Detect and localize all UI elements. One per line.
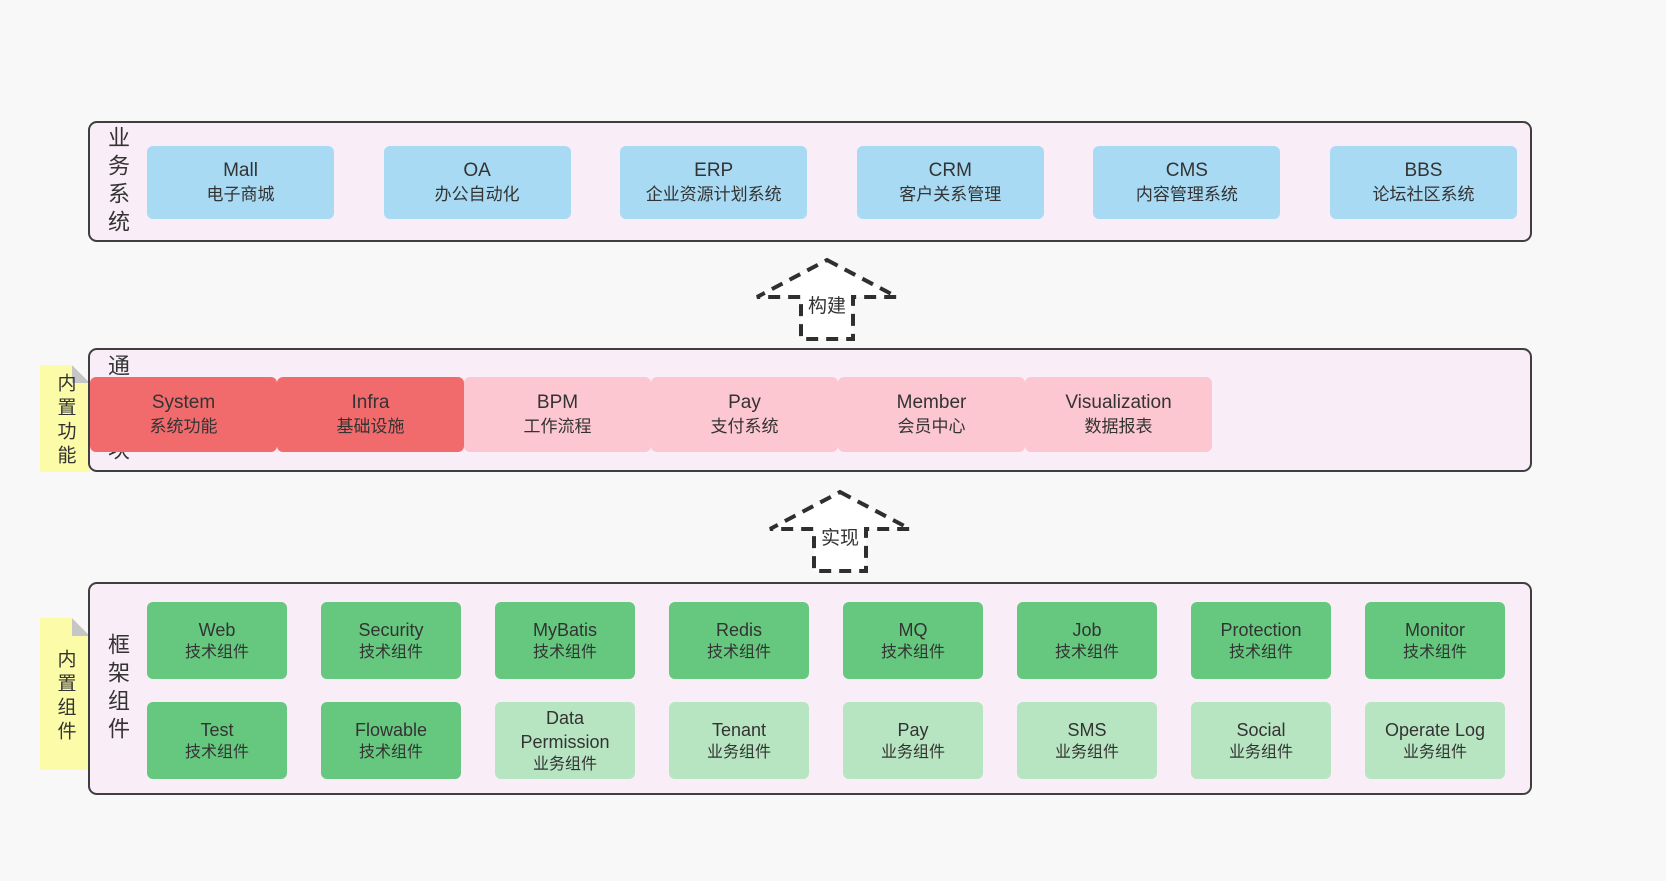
- box-operate-log: Operate Log 业务组件: [1365, 702, 1505, 779]
- box-pay-component: Pay 业务组件: [843, 702, 983, 779]
- common-modules-boxes: System 系统功能 Infra 基础设施 BPM 工作流程 Pay 支付系统…: [90, 377, 1212, 452]
- box-tenant: Tenant 业务组件: [669, 702, 809, 779]
- framework-components-layer: 框架组件 Web 技术组件 Security 技术组件 MyBatis 技术组件…: [88, 582, 1532, 795]
- box-oa: OA 办公自动化: [383, 146, 571, 219]
- box-infra: Infra 基础设施: [277, 377, 464, 452]
- build-arrow-label: 构建: [808, 295, 846, 317]
- box-bpm: BPM 工作流程: [464, 377, 651, 452]
- box-test: Test 技术组件: [147, 702, 287, 779]
- box-social: Social 业务组件: [1191, 702, 1331, 779]
- builtin-functions-note-text: 内置功能: [54, 372, 76, 469]
- business-systems-label: 业务系统: [105, 125, 130, 238]
- box-sms: SMS 业务组件: [1017, 702, 1157, 779]
- builtin-components-note-text: 内置组件: [54, 649, 76, 746]
- box-mq: MQ 技术组件: [843, 602, 983, 679]
- box-flowable: Flowable 技术组件: [321, 702, 461, 779]
- framework-components-row-1: Web 技术组件 Security 技术组件 MyBatis 技术组件 Redi…: [147, 602, 1505, 679]
- box-system: System 系统功能: [90, 377, 277, 452]
- box-mybatis: MyBatis 技术组件: [495, 602, 635, 679]
- box-monitor: Monitor 技术组件: [1365, 602, 1505, 679]
- implement-arrow-label: 实现: [821, 527, 859, 549]
- builtin-functions-note: 内置功能: [40, 365, 90, 472]
- box-mall: Mall 电子商城: [147, 146, 334, 219]
- framework-components-row-2: Test 技术组件 Flowable 技术组件 Data Permission …: [147, 702, 1505, 779]
- box-crm: CRM 客户关系管理: [856, 146, 1044, 219]
- business-systems-boxes: Mall 电子商城 OA 办公自动化 ERP 企业资源计划系统 CRM 客户关系…: [147, 146, 1517, 219]
- box-cms: CMS 内容管理系统: [1093, 146, 1281, 219]
- box-bbs: BBS 论坛社区系统: [1329, 146, 1517, 219]
- build-arrow: [756, 257, 898, 341]
- box-data-permission: Data Permission 业务组件: [495, 702, 635, 779]
- implement-arrow: [769, 489, 911, 573]
- box-web: Web 技术组件: [147, 602, 287, 679]
- box-pay-system: Pay 支付系统: [651, 377, 838, 452]
- box-protection: Protection 技术组件: [1191, 602, 1331, 679]
- box-erp: ERP 企业资源计划系统: [620, 146, 808, 219]
- box-visualization: Visualization 数据报表: [1025, 377, 1212, 452]
- box-job: Job 技术组件: [1017, 602, 1157, 679]
- business-systems-layer: 业务系统 Mall 电子商城 OA 办公自动化 ERP 企业资源计划系统 CRM…: [88, 121, 1532, 242]
- common-modules-layer: 通用模块 System 系统功能 Infra 基础设施 BPM 工作流程 Pay…: [88, 348, 1532, 472]
- framework-components-label: 框架组件: [105, 632, 130, 745]
- box-security: Security 技术组件: [321, 602, 461, 679]
- box-redis: Redis 技术组件: [669, 602, 809, 679]
- box-member: Member 会员中心: [838, 377, 1025, 452]
- builtin-components-note: 内置组件: [40, 618, 90, 770]
